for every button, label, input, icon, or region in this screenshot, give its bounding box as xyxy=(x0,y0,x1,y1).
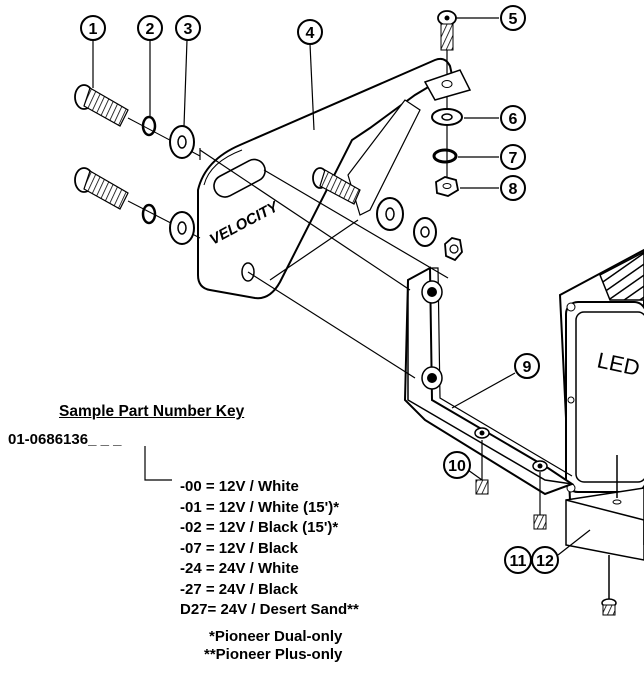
option-01: -01 = 12V / White (15')* xyxy=(180,498,340,516)
top-screw-stack xyxy=(423,10,472,197)
main-bracket: VELOCITY xyxy=(197,57,454,300)
l-bracket xyxy=(403,266,575,496)
callout-4: 4 xyxy=(297,19,323,45)
carriage-bolt-upper xyxy=(74,84,201,157)
callout-11: 11 xyxy=(504,546,532,574)
plate-screw xyxy=(601,598,617,616)
svg-text:3: 3 xyxy=(184,21,193,38)
option-24: -24 = 24V / White xyxy=(180,560,299,577)
callout-2: 2 xyxy=(137,15,163,41)
svg-text:12: 12 xyxy=(536,553,554,570)
svg-text:6: 6 xyxy=(509,111,518,128)
base-part-number: 01-0686136_ _ _ xyxy=(8,431,122,448)
svg-text:8: 8 xyxy=(509,181,518,198)
led-light-housing: LED xyxy=(558,248,644,502)
callout-12: 12 xyxy=(531,546,559,574)
svg-text:9: 9 xyxy=(523,359,532,376)
option-00: -00 = 12V / White xyxy=(180,478,299,495)
mounting-plate xyxy=(565,455,644,600)
leader-lines xyxy=(92,17,591,556)
part-number-options: -00 = 12V / White -01 = 12V / White (15'… xyxy=(180,477,359,621)
svg-text:7: 7 xyxy=(509,150,518,167)
callout-1: 1 xyxy=(80,15,106,41)
option-02: -02 = 12V / Black (15')* xyxy=(180,519,339,536)
callout-5: 5 xyxy=(500,5,526,31)
callout-6: 6 xyxy=(500,105,526,131)
svg-text:4: 4 xyxy=(306,25,315,42)
option-27: -27 = 24V / Black xyxy=(180,580,298,598)
tab-bolt-assembly xyxy=(312,167,463,262)
note-pioneer-plus: **Pioneer Plus-only xyxy=(204,646,343,663)
flat-washers xyxy=(169,125,195,245)
carriage-bolt-lower xyxy=(74,167,201,239)
svg-text:5: 5 xyxy=(509,11,518,28)
key-connector xyxy=(144,446,172,481)
callout-3: 3 xyxy=(175,15,201,41)
svg-text:10: 10 xyxy=(448,458,466,475)
set-screws xyxy=(475,440,547,530)
lock-washers xyxy=(141,115,157,225)
callout-7: 7 xyxy=(500,144,526,170)
option-d27: D27= 24V / Desert Sand** xyxy=(180,601,359,618)
svg-text:2: 2 xyxy=(146,21,155,38)
svg-text:11: 11 xyxy=(510,553,527,570)
option-07: -07 = 12V / Black xyxy=(180,539,298,557)
svg-text:1: 1 xyxy=(89,21,98,38)
callout-10: 10 xyxy=(443,451,471,479)
note-pioneer-dual: *Pioneer Dual-only xyxy=(209,628,343,645)
part-number-key-title: Sample Part Number Key xyxy=(59,403,245,420)
alignment-lines xyxy=(199,148,449,379)
callout-8: 8 xyxy=(500,175,526,201)
callout-9: 9 xyxy=(514,353,540,379)
